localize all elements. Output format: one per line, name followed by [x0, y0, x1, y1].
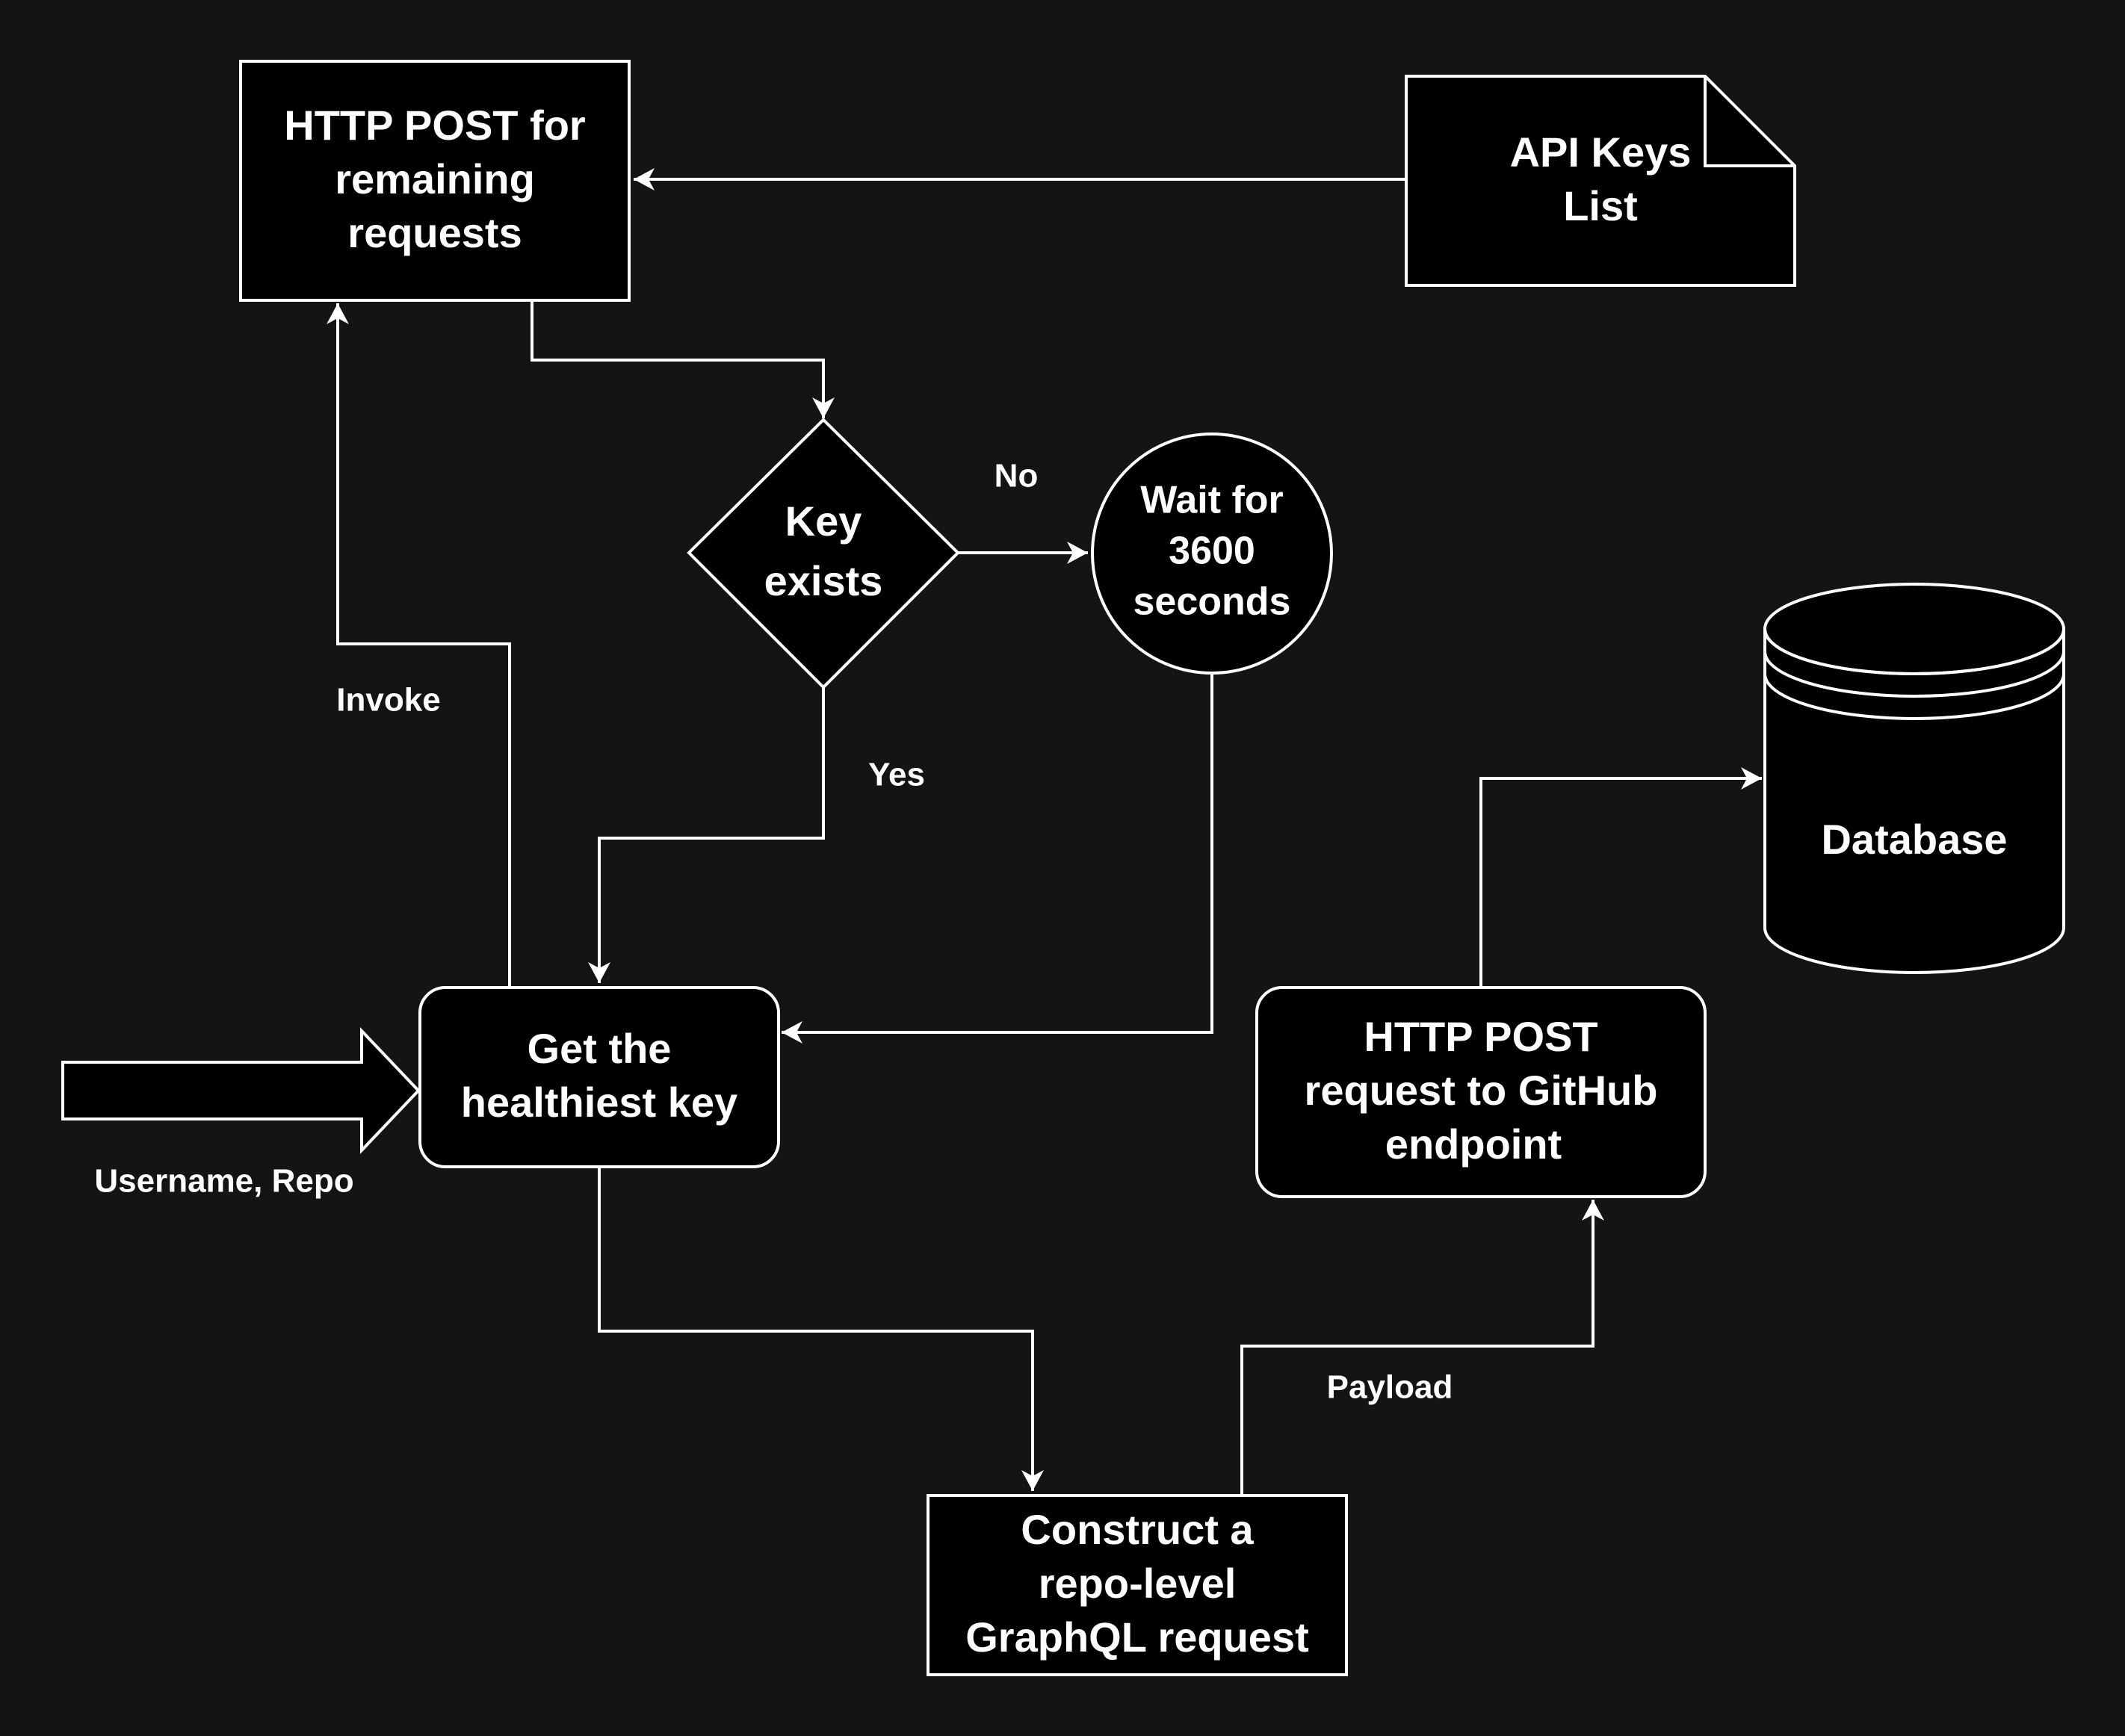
node-http-post-github: HTTP POST request to GitHub endpoint [1255, 986, 1707, 1198]
edge-getkey-to-construct [598, 1167, 1044, 1491]
svg-text:request to GitHub: request to GitHub [1305, 1067, 1658, 1114]
label-yes: Yes [868, 757, 925, 793]
edge-keyexists-to-getkey [588, 687, 825, 983]
svg-text:3600: 3600 [1169, 530, 1255, 573]
svg-text:repo-level: repo-level [1039, 1560, 1237, 1607]
svg-text:GraphQL request: GraphQL request [965, 1613, 1309, 1661]
svg-text:HTTP POST: HTTP POST [1364, 1013, 1597, 1060]
node-database: Database [1763, 583, 2065, 974]
node-get-healthiest-key: Get the healthiest key [418, 986, 780, 1168]
label-no: No [995, 458, 1039, 495]
svg-text:exists: exists [764, 557, 883, 604]
svg-text:Wait for: Wait for [1140, 479, 1284, 522]
edge-construct-to-githubpost [1240, 1200, 1604, 1495]
label-input: Username, Repo [94, 1163, 353, 1200]
node-construct-graphql: Construct a repo-level GraphQL request [927, 1494, 1348, 1676]
svg-text:healthiest key: healthiest key [461, 1079, 737, 1126]
edge-httppost-to-keyexists [531, 302, 835, 418]
node-key-exists: Key exists [687, 418, 960, 689]
label-invoke: Invoke [336, 682, 440, 719]
edge-wait-to-getkey [782, 674, 1213, 1044]
edge-getkey-to-httppost [327, 303, 511, 988]
label-payload: Payload [1327, 1369, 1453, 1406]
svg-text:Get the: Get the [528, 1025, 672, 1072]
svg-text:HTTP POST for: HTTP POST for [284, 102, 585, 149]
node-http-post-remaining: HTTP POST for remaining requests [239, 60, 631, 302]
node-api-keys-list: API Keys List [1405, 75, 1796, 287]
svg-text:API Keys: API Keys [1510, 128, 1692, 176]
svg-text:Construct a: Construct a [1021, 1506, 1254, 1553]
svg-text:seconds: seconds [1133, 580, 1291, 624]
node-wait: Wait for 3600 seconds [1091, 433, 1333, 675]
svg-text:Database: Database [1821, 816, 2007, 863]
svg-text:requests: requests [347, 209, 522, 256]
svg-text:List: List [1563, 182, 1638, 229]
svg-text:Key: Key [785, 497, 862, 545]
svg-text:remaining: remaining [335, 155, 535, 202]
svg-text:endpoint: endpoint [1385, 1120, 1562, 1168]
edge-githubpost-to-database [1479, 767, 1762, 988]
input-arrow-icon [61, 1026, 421, 1155]
